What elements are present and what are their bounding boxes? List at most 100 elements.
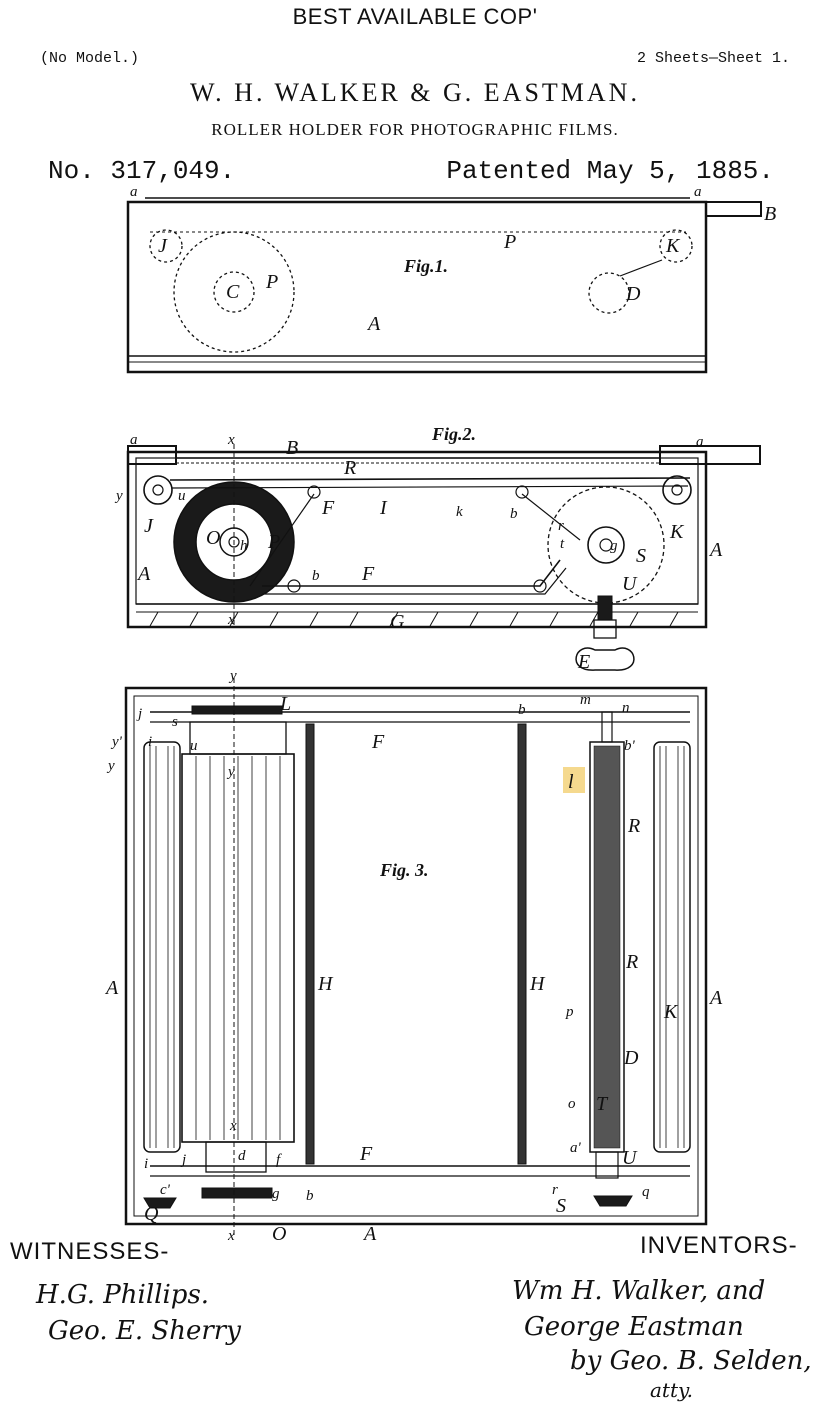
fig1-label-j: J xyxy=(158,235,168,257)
fig3-label-f2: F xyxy=(359,1143,373,1165)
fig3-label-j1: j xyxy=(136,706,142,722)
fig3-label-i1: i xyxy=(148,734,152,750)
fig2-label-t: t xyxy=(560,536,565,552)
fig2-caption: Fig.2. xyxy=(431,424,476,444)
fig3-label-i2: i xyxy=(144,1156,148,1172)
fig3-label-t: T xyxy=(596,1093,609,1115)
fig2-label-b2: b xyxy=(312,568,320,584)
fig3-label-h1: H xyxy=(317,973,334,995)
witnesses-heading: WITNESSES- xyxy=(10,1238,170,1265)
patent-date: Patented May 5, 1885. xyxy=(446,156,774,186)
fig3-label-k: K xyxy=(663,1001,679,1023)
fig2-label-f1: F xyxy=(321,497,335,519)
fig1-slide-b xyxy=(705,201,762,217)
fig3-label-q-upper: Q xyxy=(144,1203,159,1225)
fig2-label-u: u xyxy=(178,488,186,504)
inventors-header: W. H. WALKER & G. EASTMAN. xyxy=(190,78,640,107)
fig3-label-y3: y xyxy=(106,758,115,774)
figure-1 xyxy=(126,197,762,374)
fig3-label-o: O xyxy=(272,1223,286,1245)
fig3-label-u-upper: U xyxy=(622,1147,638,1169)
fig3-label-u: u xyxy=(190,738,198,754)
fig1-caption: Fig.1. xyxy=(403,256,448,276)
fig3-label-x1: x xyxy=(229,1118,237,1134)
fig3-label-l: l xyxy=(568,771,574,793)
fig3-label-r2: R xyxy=(625,951,638,973)
fig3-label-p: p xyxy=(565,1004,574,1020)
witness-signature-2: Geo. E. Sherry xyxy=(48,1316,241,1346)
fig2-label-i: I xyxy=(379,497,388,519)
fig2-label-x1: x xyxy=(227,432,235,448)
availability-stamp: BEST AVAILABLE COP' xyxy=(292,4,538,29)
fig3-label-n: n xyxy=(622,700,630,716)
fig3-label-a3: A xyxy=(362,1223,377,1245)
fig2-label-g: g xyxy=(610,538,618,554)
fig2-label-r-lower: r xyxy=(558,518,564,534)
fig3-label-x2: x xyxy=(227,1228,235,1244)
fig3-label-d: D xyxy=(623,1047,639,1069)
inventors-heading: INVENTORS- xyxy=(640,1232,798,1259)
figure-3 xyxy=(124,678,708,1236)
fig3-label-a-prime: a' xyxy=(570,1140,582,1156)
fig2-label-y: y xyxy=(114,488,123,504)
figure-2 xyxy=(126,444,761,671)
figure-1-labels: a a B P J K C P D A Fig.1. xyxy=(130,184,776,335)
fig2-label-p: P xyxy=(267,531,280,553)
fig2-label-h: h xyxy=(240,538,248,554)
fig3-label-r1: R xyxy=(627,815,640,837)
fig2-label-r: R xyxy=(343,457,356,479)
fig1-label-a1: a xyxy=(130,184,138,200)
fig3-label-a2: A xyxy=(708,987,723,1009)
fig2-label-a-left: A xyxy=(136,563,151,585)
figure-2-labels: a x B R a Fig.2. y u J O h P F I k b r t… xyxy=(114,424,723,673)
fig3-label-c: c' xyxy=(160,1182,171,1198)
fig3-label-d-lower: d xyxy=(238,1148,246,1164)
fig3-label-m: m xyxy=(580,692,591,708)
fig3-label-l-upper: L xyxy=(279,693,291,715)
attorney-title: atty. xyxy=(650,1378,693,1402)
fig3-label-b2: b' xyxy=(624,738,636,754)
fig1-label-a2: a xyxy=(694,184,702,200)
fig2-label-a1: a xyxy=(130,432,138,448)
fig3-label-h2: H xyxy=(529,973,546,995)
fig3-label-f-lower: f xyxy=(276,1152,282,1168)
fig3-label-s-upper: S xyxy=(556,1195,566,1217)
fig1-label-k: K xyxy=(665,235,681,257)
highlight-mark xyxy=(563,767,585,793)
fig3-label-j2: j xyxy=(180,1152,186,1168)
fig2-label-o: O xyxy=(206,527,220,549)
fig1-label-a: A xyxy=(366,313,381,335)
patent-number: No. 317,049. xyxy=(48,156,236,186)
fig2-label-g-upper: G xyxy=(390,611,405,633)
no-model-note: (No Model.) xyxy=(40,50,140,67)
fig2-label-k-lower: k xyxy=(456,504,463,520)
fig2-label-j: J xyxy=(144,515,154,537)
figure-3-labels: y L b m n j s y' i u F y y b' l R Fig. 3… xyxy=(104,668,723,1245)
fig2-label-e: E xyxy=(577,651,590,673)
fig1-label-c: C xyxy=(226,281,240,303)
fig3-label-g: g xyxy=(272,1186,280,1202)
fig2-label-b: B xyxy=(286,437,298,459)
patent-title: ROLLER HOLDER FOR PHOTOGRAPHIC FILMS. xyxy=(211,120,619,139)
fig1-label-p1: P xyxy=(503,231,516,253)
fig3-label-b1: b xyxy=(518,702,526,718)
fig3-box xyxy=(124,686,708,1226)
inventor-signature-1: Wm H. Walker, and xyxy=(512,1276,766,1306)
fig3-label-y2: y' xyxy=(110,734,123,750)
fig2-box xyxy=(126,450,708,629)
fig2-label-f2: F xyxy=(361,563,375,585)
fig2-label-a-right: A xyxy=(708,539,723,561)
fig2-label-b1: b xyxy=(510,506,518,522)
fig2-label-k: K xyxy=(669,521,685,543)
fig3-label-q: q xyxy=(642,1184,650,1200)
fig3-label-o: o xyxy=(568,1096,576,1112)
sheet-count: 2 Sheets—Sheet 1. xyxy=(636,50,790,67)
fig3-caption: Fig. 3. xyxy=(379,860,429,880)
fig2-label-u-upper: U xyxy=(622,573,638,595)
fig2-label-x2: x xyxy=(227,612,235,628)
fig2-label-a2: a xyxy=(696,434,704,450)
fig1-label-b: B xyxy=(764,203,776,225)
fig3-label-y1: y xyxy=(228,668,237,684)
fig3-label-a1: A xyxy=(104,977,119,999)
